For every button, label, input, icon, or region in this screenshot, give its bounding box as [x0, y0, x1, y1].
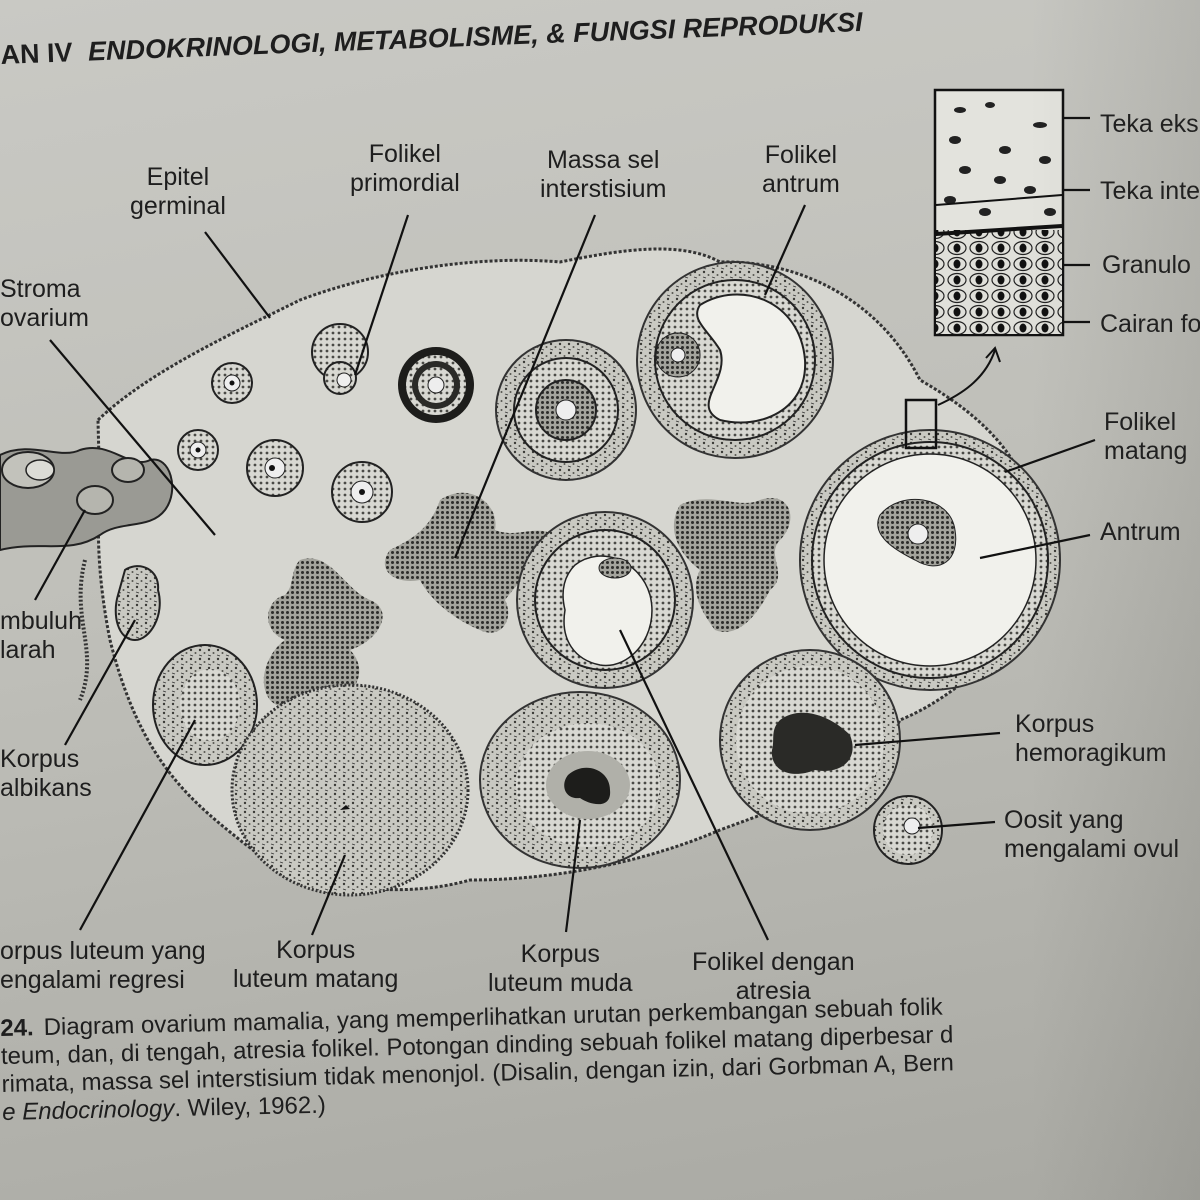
- label-folikel-antrum: Folikel antrum: [762, 141, 840, 199]
- label-korpus-luteum-muda: Korpus luteum muda: [488, 940, 633, 998]
- label-pembuluh-line1: mbuluh: [0, 607, 82, 635]
- label-korpus-luteum-muda-line1: Korpus: [520, 940, 600, 968]
- label-korpus-albikans: Korpus albikans: [0, 745, 92, 803]
- label-epitel-germinal: Epitel germinal: [130, 163, 226, 221]
- label-oosit-line1: Oosit yang: [1004, 806, 1124, 834]
- label-epitel-germinal-line2: germinal: [130, 192, 226, 220]
- label-folikel-atresia-line1: Folikel dengan: [692, 948, 855, 976]
- label-folikel-primordial-line1: Folikel: [368, 140, 441, 168]
- interstitial-mass-3: [673, 498, 791, 632]
- caption-book-title: e Endocrinology: [1, 1095, 175, 1126]
- label-korpus-luteum-matang-line1: Korpus: [276, 936, 356, 964]
- label-folikel-primordial: Folikel primordial: [350, 140, 460, 198]
- label-pembuluh: mbuluh larah: [0, 607, 82, 665]
- interstitial-mass-2: [263, 558, 383, 707]
- label-stroma: Stroma ovarium: [0, 275, 89, 333]
- label-stroma-line1: Stroma: [0, 275, 81, 303]
- label-teka-eks: Teka eks: [1100, 110, 1199, 138]
- corpus-luteum-regressing: [152, 644, 258, 766]
- corpus-luteum-mature: [230, 683, 470, 897]
- interstitial-mass-1: [384, 492, 560, 633]
- label-korpus-luteum-regresi-line1: orpus luteum yang: [0, 937, 206, 965]
- label-korpus-luteum-matang: Korpus luteum matang: [233, 936, 398, 994]
- primordial-follicles: [177, 323, 474, 523]
- label-folikel-antrum-line2: antrum: [762, 170, 840, 198]
- label-granulosa: Granulo: [1102, 251, 1191, 279]
- leader-lines: [34, 116, 1096, 941]
- label-stroma-line2: ovarium: [0, 304, 89, 332]
- label-oosit: Oosit yang mengalami ovul: [1004, 806, 1179, 864]
- label-antrum: Antrum: [1100, 518, 1181, 546]
- corpus-albicans: [114, 565, 161, 642]
- corpus-luteum-young: [479, 691, 681, 869]
- label-cairan: Cairan fo: [1100, 310, 1200, 338]
- label-korpus-hemoragikum-line1: Korpus: [1015, 710, 1095, 738]
- antral-follicle: [636, 261, 834, 459]
- figure-number: 24.: [0, 1014, 34, 1042]
- label-folikel-atresia-line2: atresia: [735, 977, 811, 1005]
- label-folikel-matang-line1: Folikel: [1104, 408, 1177, 436]
- label-epitel-germinal-line1: Epitel: [146, 163, 210, 191]
- label-korpus-albikans-line2: albikans: [0, 774, 92, 802]
- growing-follicle: [495, 339, 637, 481]
- label-folikel-matang-line2: matang: [1104, 437, 1188, 465]
- label-korpus-luteum-matang-line2: luteum matang: [233, 965, 399, 993]
- mature-follicle: [799, 346, 1061, 691]
- ovary-diagram: [0, 88, 1096, 941]
- label-korpus-luteum-regresi-line2: engalami regresi: [0, 966, 185, 994]
- ovulated-oocyte: [873, 795, 943, 865]
- label-korpus-albikans-line1: Korpus: [0, 745, 80, 773]
- wall-inset: [933, 88, 1065, 337]
- corpus-hemorrhagicum: [719, 649, 901, 831]
- label-folikel-primordial-line2: primordial: [350, 169, 460, 197]
- label-folikel-atresia: Folikel dengan atresia: [692, 948, 855, 1006]
- label-korpus-luteum-regresi: orpus luteum yang engalami regresi: [0, 937, 206, 995]
- label-oosit-line2: mengalami ovul: [1004, 835, 1180, 863]
- label-teka-int: Teka inte: [1100, 177, 1200, 205]
- label-korpus-luteum-muda-line2: luteum muda: [488, 969, 633, 997]
- label-massa-sel-line1: Massa sel: [546, 146, 660, 174]
- label-folikel-antrum-line1: Folikel: [764, 141, 838, 169]
- label-korpus-hemoragikum-line2: hemoragikum: [1015, 739, 1167, 767]
- label-massa-sel-line2: interstisium: [540, 175, 667, 203]
- label-pembuluh-line2: larah: [0, 636, 56, 664]
- caption-publisher: . Wiley, 1962.): [173, 1091, 327, 1123]
- label-folikel-matang: Folikel matang: [1104, 408, 1187, 466]
- atretic-follicle: [516, 511, 694, 689]
- label-massa-sel: Massa sel interstisium: [540, 146, 666, 204]
- label-korpus-hemoragikum: Korpus hemoragikum: [1015, 710, 1166, 768]
- vessels-left: [0, 447, 174, 701]
